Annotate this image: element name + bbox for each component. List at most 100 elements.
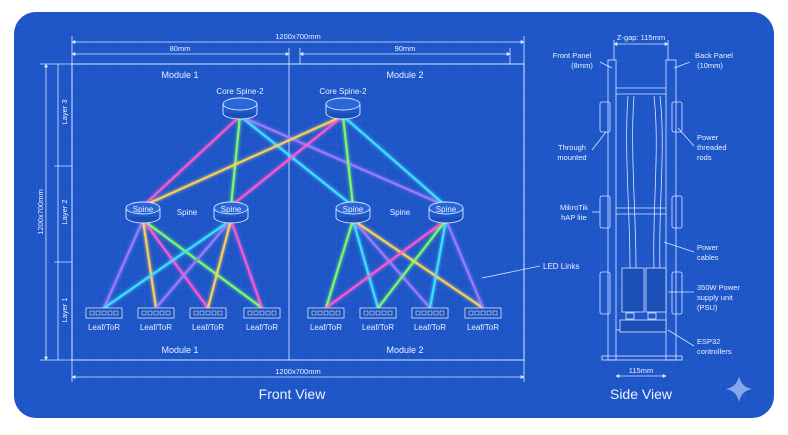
led-links-label: LED Links xyxy=(543,262,579,271)
power-cable xyxy=(632,95,637,271)
led-link xyxy=(351,218,380,310)
leaf-switch-label: Leaf/ToR xyxy=(88,323,120,332)
switch-port xyxy=(113,310,119,316)
power-cable xyxy=(626,95,631,271)
led-link xyxy=(141,218,158,310)
router-top xyxy=(222,97,258,111)
front-panel-size: (8mm) xyxy=(571,61,593,70)
module1-bottom-label: Module 1 xyxy=(161,345,198,355)
switch-port xyxy=(439,310,445,316)
switch-port xyxy=(486,310,492,316)
switch-port xyxy=(147,310,153,316)
spine-router-label: Spine xyxy=(133,205,154,214)
spine-router: Spine xyxy=(213,201,249,224)
esp32-chip xyxy=(625,312,635,320)
leaf-switch-label: Leaf/ToR xyxy=(310,323,342,332)
switch-port xyxy=(159,310,165,316)
switch-port xyxy=(217,310,223,316)
spine-group-label: Spine xyxy=(177,208,198,217)
esp32-board xyxy=(619,319,667,333)
power-rods-label-3: rods xyxy=(697,153,712,162)
led-link xyxy=(238,114,448,208)
psu-mount-front xyxy=(599,271,611,315)
spine-router: Spine xyxy=(428,201,464,224)
leaf-switch: Leaf/ToR xyxy=(359,307,397,332)
layer-1-label: Layer 1 xyxy=(60,297,69,322)
switch-port xyxy=(329,310,335,316)
switch-port xyxy=(89,310,95,316)
leaf-switch-label: Leaf/ToR xyxy=(140,323,172,332)
back-panel-size: (10mm) xyxy=(697,61,723,70)
module2-top-label: Module 2 xyxy=(386,70,423,80)
psu-right xyxy=(645,267,667,313)
led-link xyxy=(141,114,345,208)
switch-port xyxy=(153,310,159,316)
through-mounted-box xyxy=(599,101,611,133)
module1-top-label: Module 1 xyxy=(161,70,198,80)
led-link xyxy=(154,218,233,310)
front-frame xyxy=(71,63,525,361)
z-gap-label: Z-gap: 115mm xyxy=(617,33,665,42)
switch-port xyxy=(375,310,381,316)
mikrotik-label-2: hAP lite xyxy=(561,213,587,222)
left-dimension-label: 80mm xyxy=(170,44,191,53)
power-cables-label-1: Power xyxy=(697,243,719,252)
psu-mount-back xyxy=(671,271,683,315)
router-top xyxy=(335,201,371,215)
led-link xyxy=(238,114,355,208)
top-dimension-label: 1200x700mm xyxy=(275,32,320,41)
switch-port xyxy=(421,310,427,316)
bottom-side-dimension-label: 115mm xyxy=(629,366,653,375)
led-link xyxy=(102,218,233,310)
router-top xyxy=(428,201,464,215)
back-panel-label: Back Panel xyxy=(695,51,733,60)
spine-group-label: Spine xyxy=(390,208,411,217)
esp32-chip xyxy=(647,312,657,320)
led-link xyxy=(229,114,345,208)
core-spine-router: Core Spine-2 xyxy=(216,87,264,120)
router-top xyxy=(125,201,161,215)
core-spine-router-label: Core Spine-2 xyxy=(319,87,367,96)
sparkle-icon xyxy=(726,376,752,402)
psu-label-3: (PSU) xyxy=(697,303,718,312)
leaf-switch: Leaf/ToR xyxy=(85,307,123,332)
base-plate xyxy=(601,355,683,361)
leaf-switch-label: Leaf/ToR xyxy=(192,323,224,332)
spine-router-label: Spine xyxy=(221,205,242,214)
led-links xyxy=(102,114,485,310)
switch-port xyxy=(211,310,217,316)
layer-2-label: Layer 2 xyxy=(60,199,69,224)
switch-port xyxy=(271,310,277,316)
layer-3-label: Layer 3 xyxy=(60,99,69,124)
leaf-switch-body xyxy=(189,307,227,319)
led-link xyxy=(141,218,264,310)
module2-bottom-label: Module 2 xyxy=(386,345,423,355)
side-view-caption: Side View xyxy=(610,386,673,402)
switch-port xyxy=(480,310,486,316)
psu-label-2: supply unit xyxy=(697,293,734,302)
pointer xyxy=(673,61,691,69)
switch-port xyxy=(107,310,113,316)
leaf-switch-body xyxy=(464,307,502,319)
led-link xyxy=(206,218,233,310)
led-link xyxy=(351,218,432,310)
leaf-switch-body xyxy=(137,307,175,319)
switch-port xyxy=(474,310,480,316)
esp32-label-2: controllers xyxy=(697,347,732,356)
front-panel-label: Front Panel xyxy=(553,51,592,60)
rear-box xyxy=(671,195,683,229)
pointer xyxy=(677,127,695,147)
switch-port xyxy=(101,310,107,316)
pointer xyxy=(667,329,695,347)
side-view xyxy=(591,40,695,378)
switch-port xyxy=(265,310,271,316)
psu-left xyxy=(621,267,645,313)
switch-port xyxy=(468,310,474,316)
leaf-switch-body xyxy=(243,307,281,319)
led-link xyxy=(341,114,448,208)
power-rods-label-2: threaded xyxy=(697,143,727,152)
rear-mounted-box xyxy=(671,101,683,133)
led-link xyxy=(141,218,210,310)
